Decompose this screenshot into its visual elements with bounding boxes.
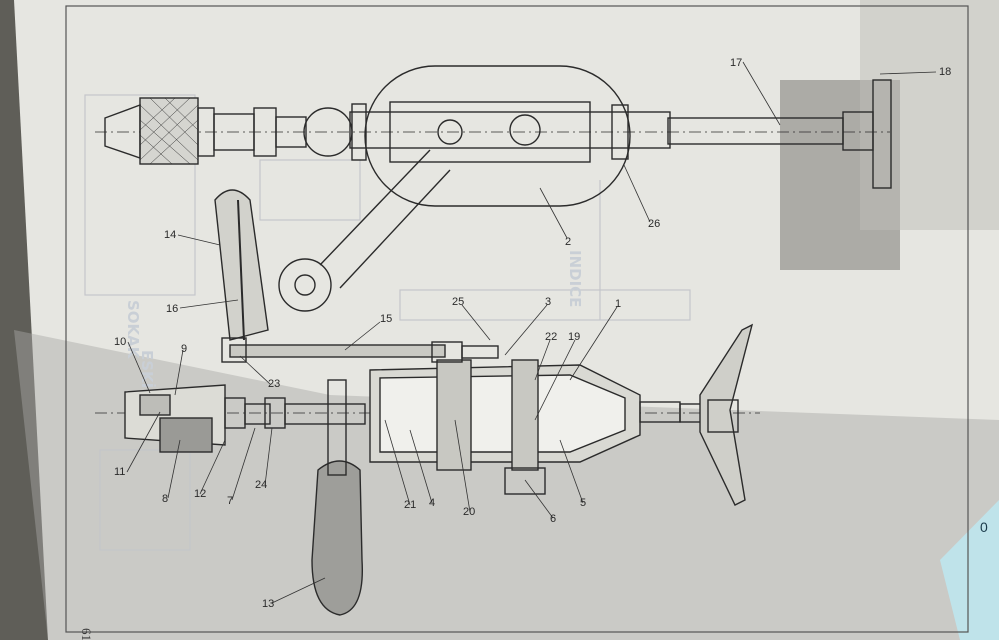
faint-sokak-text: SOKAK xyxy=(124,300,142,360)
label-5: 5 xyxy=(580,497,586,509)
label-26: 26 xyxy=(648,218,660,230)
label-24: 24 xyxy=(255,479,267,491)
label-19: 19 xyxy=(568,331,580,343)
label-21: 21 xyxy=(404,499,416,511)
label-2: 2 xyxy=(565,236,571,248)
label-16: 16 xyxy=(166,303,178,315)
label-18: 18 xyxy=(939,66,951,78)
label-3: 3 xyxy=(545,296,551,308)
page-number: 61 xyxy=(79,628,94,640)
label-13: 13 xyxy=(262,598,274,610)
label-6: 6 xyxy=(550,513,556,525)
label-7: 7 xyxy=(227,495,233,507)
ruler-mark: 0 xyxy=(980,519,988,535)
part-number-labels: 17 18 2 26 14 16 15 25 3 1 22 19 10 9 23… xyxy=(114,57,951,610)
label-17: 17 xyxy=(730,57,742,69)
label-11: 11 xyxy=(114,466,125,478)
label-12: 12 xyxy=(194,488,206,500)
label-10: 10 xyxy=(114,336,126,348)
label-25: 25 xyxy=(452,296,464,308)
drawing-border xyxy=(65,5,969,633)
label-20: 20 xyxy=(463,506,475,518)
faint-indice-text: INDICE xyxy=(566,250,584,307)
drill-section-view xyxy=(95,323,760,616)
label-23: 23 xyxy=(268,378,280,390)
label-14: 14 xyxy=(164,229,176,241)
ruler xyxy=(940,500,999,640)
drill-top-view xyxy=(95,65,892,341)
leader-lines xyxy=(126,61,937,604)
faint-eski-text: ESKİ xyxy=(138,350,157,388)
label-15: 15 xyxy=(380,313,392,325)
ghost-drawing xyxy=(84,94,691,551)
label-8: 8 xyxy=(162,493,168,505)
label-22: 22 xyxy=(545,331,557,343)
label-9: 9 xyxy=(181,343,187,355)
label-4: 4 xyxy=(429,497,435,509)
label-1: 1 xyxy=(615,298,621,310)
